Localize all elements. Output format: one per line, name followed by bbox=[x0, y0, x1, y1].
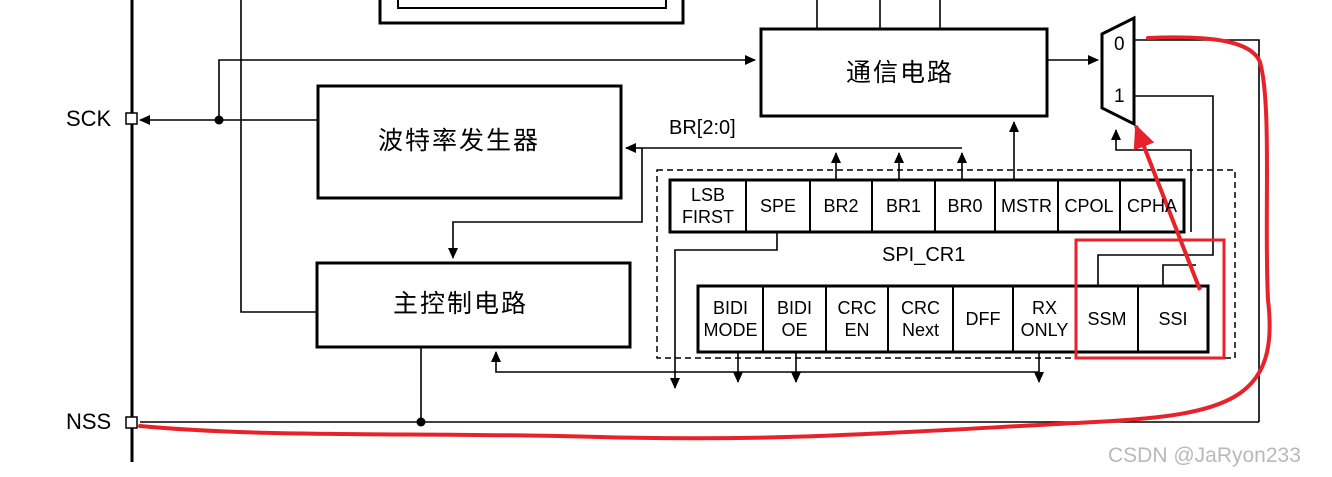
sck-label: SCK bbox=[66, 106, 112, 131]
bit-mstr: MSTR bbox=[1001, 196, 1052, 216]
connections bbox=[139, 0, 1260, 423]
nss-junction bbox=[416, 417, 426, 427]
sck-junction bbox=[214, 115, 224, 125]
bit-br0: BR0 bbox=[947, 196, 983, 216]
baud-generator-box bbox=[316, 84, 623, 200]
bit-cpha: CPHA bbox=[1126, 196, 1177, 216]
master-control-box bbox=[315, 261, 632, 349]
nss-label: NSS bbox=[66, 409, 112, 434]
baud-generator-label: 波特率发生器 bbox=[378, 126, 541, 155]
master-control-label: 主控制电路 bbox=[393, 289, 529, 318]
top-block-inner bbox=[397, 0, 667, 9]
bit-dff: DFF bbox=[965, 309, 1001, 329]
bit-br1: BR1 bbox=[885, 196, 921, 216]
comm-circuit-label: 通信电路 bbox=[846, 58, 955, 87]
bit-spe: SPE bbox=[759, 196, 797, 216]
ssi-to-mux-arrow bbox=[1133, 124, 1202, 291]
cr1-upper-dividers bbox=[745, 180, 1121, 232]
top-block-outer bbox=[378, 0, 685, 25]
bit-ssm: SSM bbox=[1087, 309, 1127, 329]
bit-br2: BR2 bbox=[823, 196, 859, 216]
mux-input-1: 1 bbox=[1114, 86, 1125, 107]
spi-cr1-label: SPI_CR1 bbox=[882, 244, 966, 266]
watermark: CSDN @JaRyon233 bbox=[1108, 444, 1301, 467]
ssm-ssi-highlight bbox=[1074, 238, 1226, 360]
bit-cpol: CPOL bbox=[1064, 196, 1114, 216]
cr1-upper-register bbox=[668, 178, 1186, 234]
nss-pin-box bbox=[125, 416, 138, 429]
sck-pin-box bbox=[125, 112, 138, 125]
br-label: BR[2:0] bbox=[669, 117, 736, 139]
mux-input-0: 0 bbox=[1114, 34, 1125, 55]
bit-ssi: SSI bbox=[1158, 309, 1188, 329]
mux-shape bbox=[1100, 15, 1136, 127]
spi-cr1-region bbox=[656, 169, 1236, 359]
comm-circuit-box bbox=[759, 27, 1049, 118]
nss-path-highlight bbox=[138, 35, 1272, 441]
